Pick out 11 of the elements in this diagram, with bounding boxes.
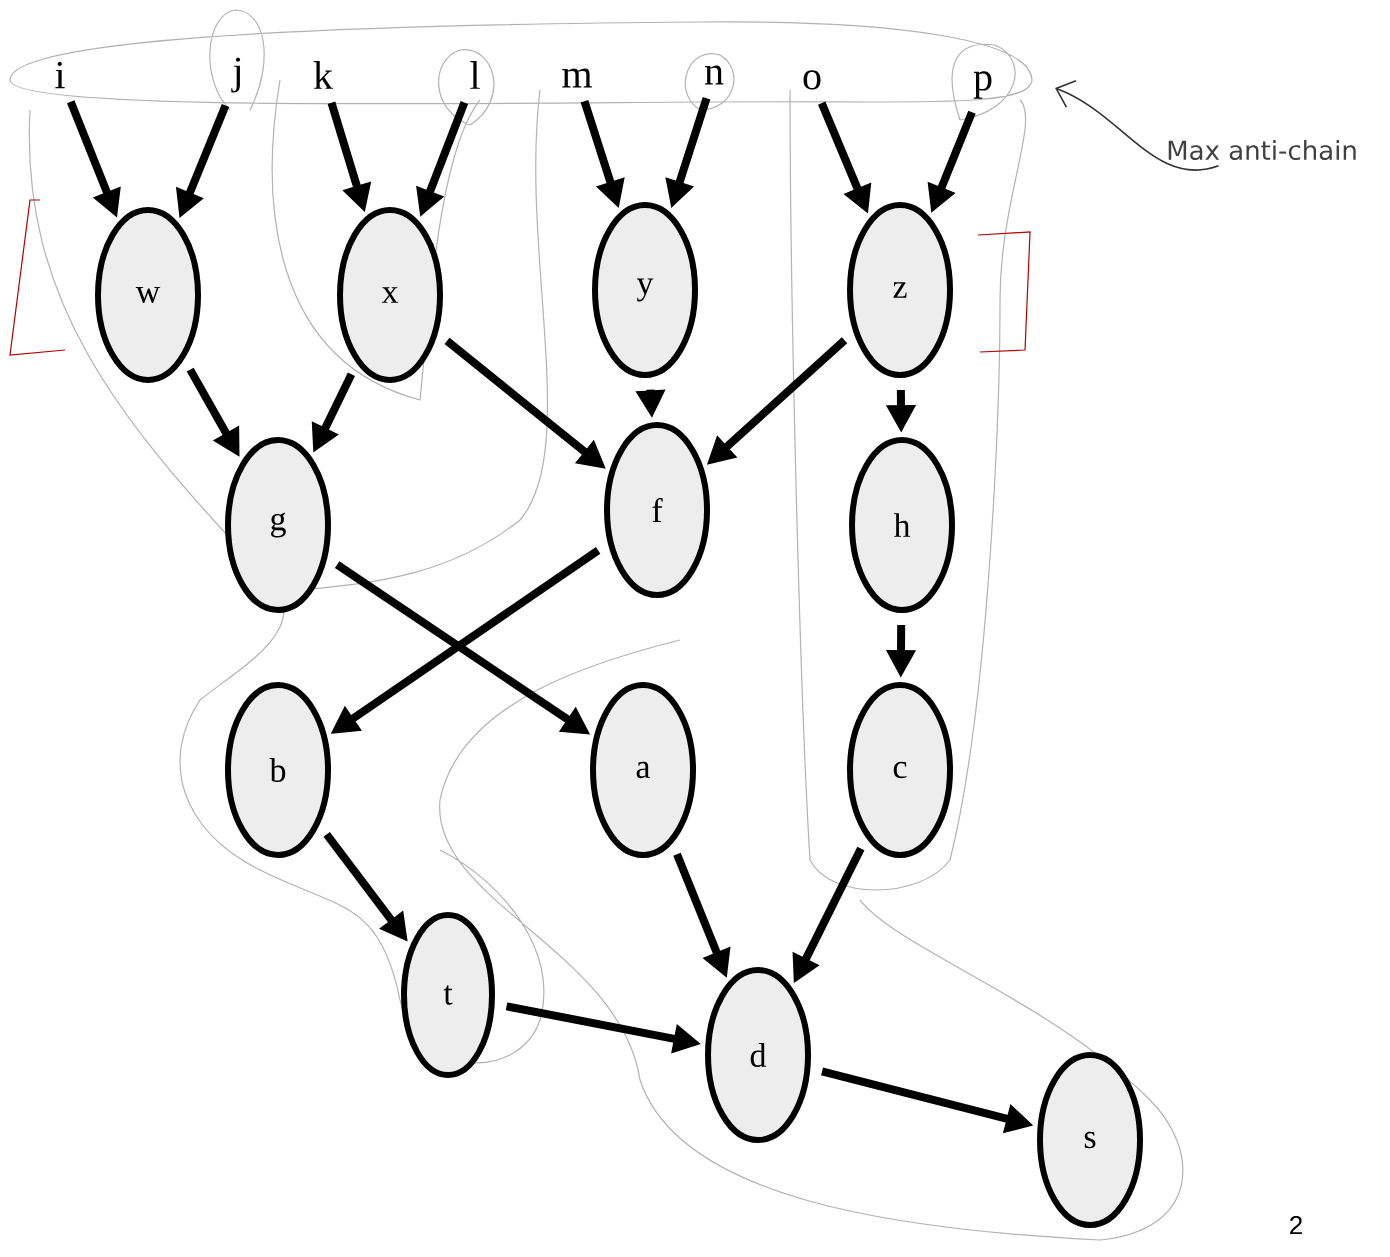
handwritten-note: Max anti-chain — [1168, 139, 1356, 161]
vertex-label: j — [231, 57, 241, 93]
vertex-label: p — [973, 71, 992, 99]
leader-arrow — [1055, 79, 1220, 171]
page-number: 2 — [1290, 1215, 1302, 1235]
vertex-label: m — [562, 68, 592, 88]
vertex-label: n — [704, 65, 724, 85]
vertex-label: o — [803, 70, 821, 90]
vertex-label: l — [470, 61, 480, 89]
vertex-label: i — [55, 61, 65, 89]
vertex-label: k — [313, 61, 333, 89]
